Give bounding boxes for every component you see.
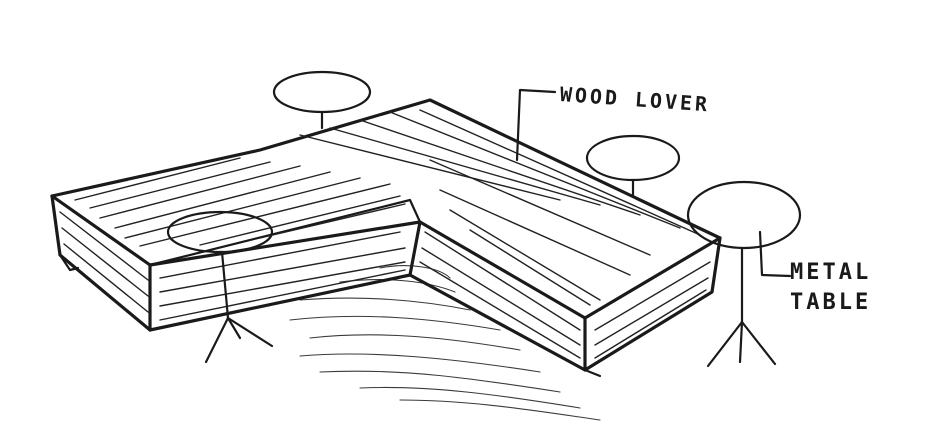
top-louvers-right [300, 110, 700, 305]
metal-table-label: METAL TABLE [790, 258, 871, 318]
metal-table-back-right [587, 136, 679, 196]
front-louvers-left [60, 212, 405, 320]
front-louvers-right [420, 232, 710, 358]
metal-table-back-left [274, 72, 370, 128]
metal-table-right [688, 182, 800, 366]
